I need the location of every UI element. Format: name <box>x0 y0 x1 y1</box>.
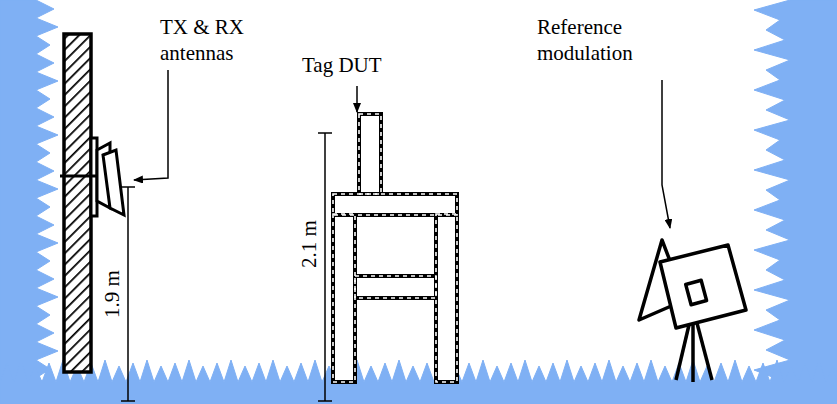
dimension-label: 2.1 m <box>296 218 322 270</box>
tx-rx-antennas <box>60 138 124 216</box>
absorber <box>0 0 58 404</box>
leader-line <box>356 86 358 112</box>
absorber <box>754 0 837 404</box>
absorber <box>0 360 837 404</box>
callout-label: Reference modulation <box>537 14 687 67</box>
reference-horn <box>639 240 746 382</box>
dimension-label: 1.9 m <box>99 268 125 320</box>
leader-line <box>134 70 168 180</box>
callout-label: Tag DUT <box>302 52 382 78</box>
callout-label: TX & RX antennas <box>160 14 272 67</box>
mast <box>64 34 91 372</box>
tag-stand <box>333 114 457 382</box>
leader-line <box>662 80 670 228</box>
